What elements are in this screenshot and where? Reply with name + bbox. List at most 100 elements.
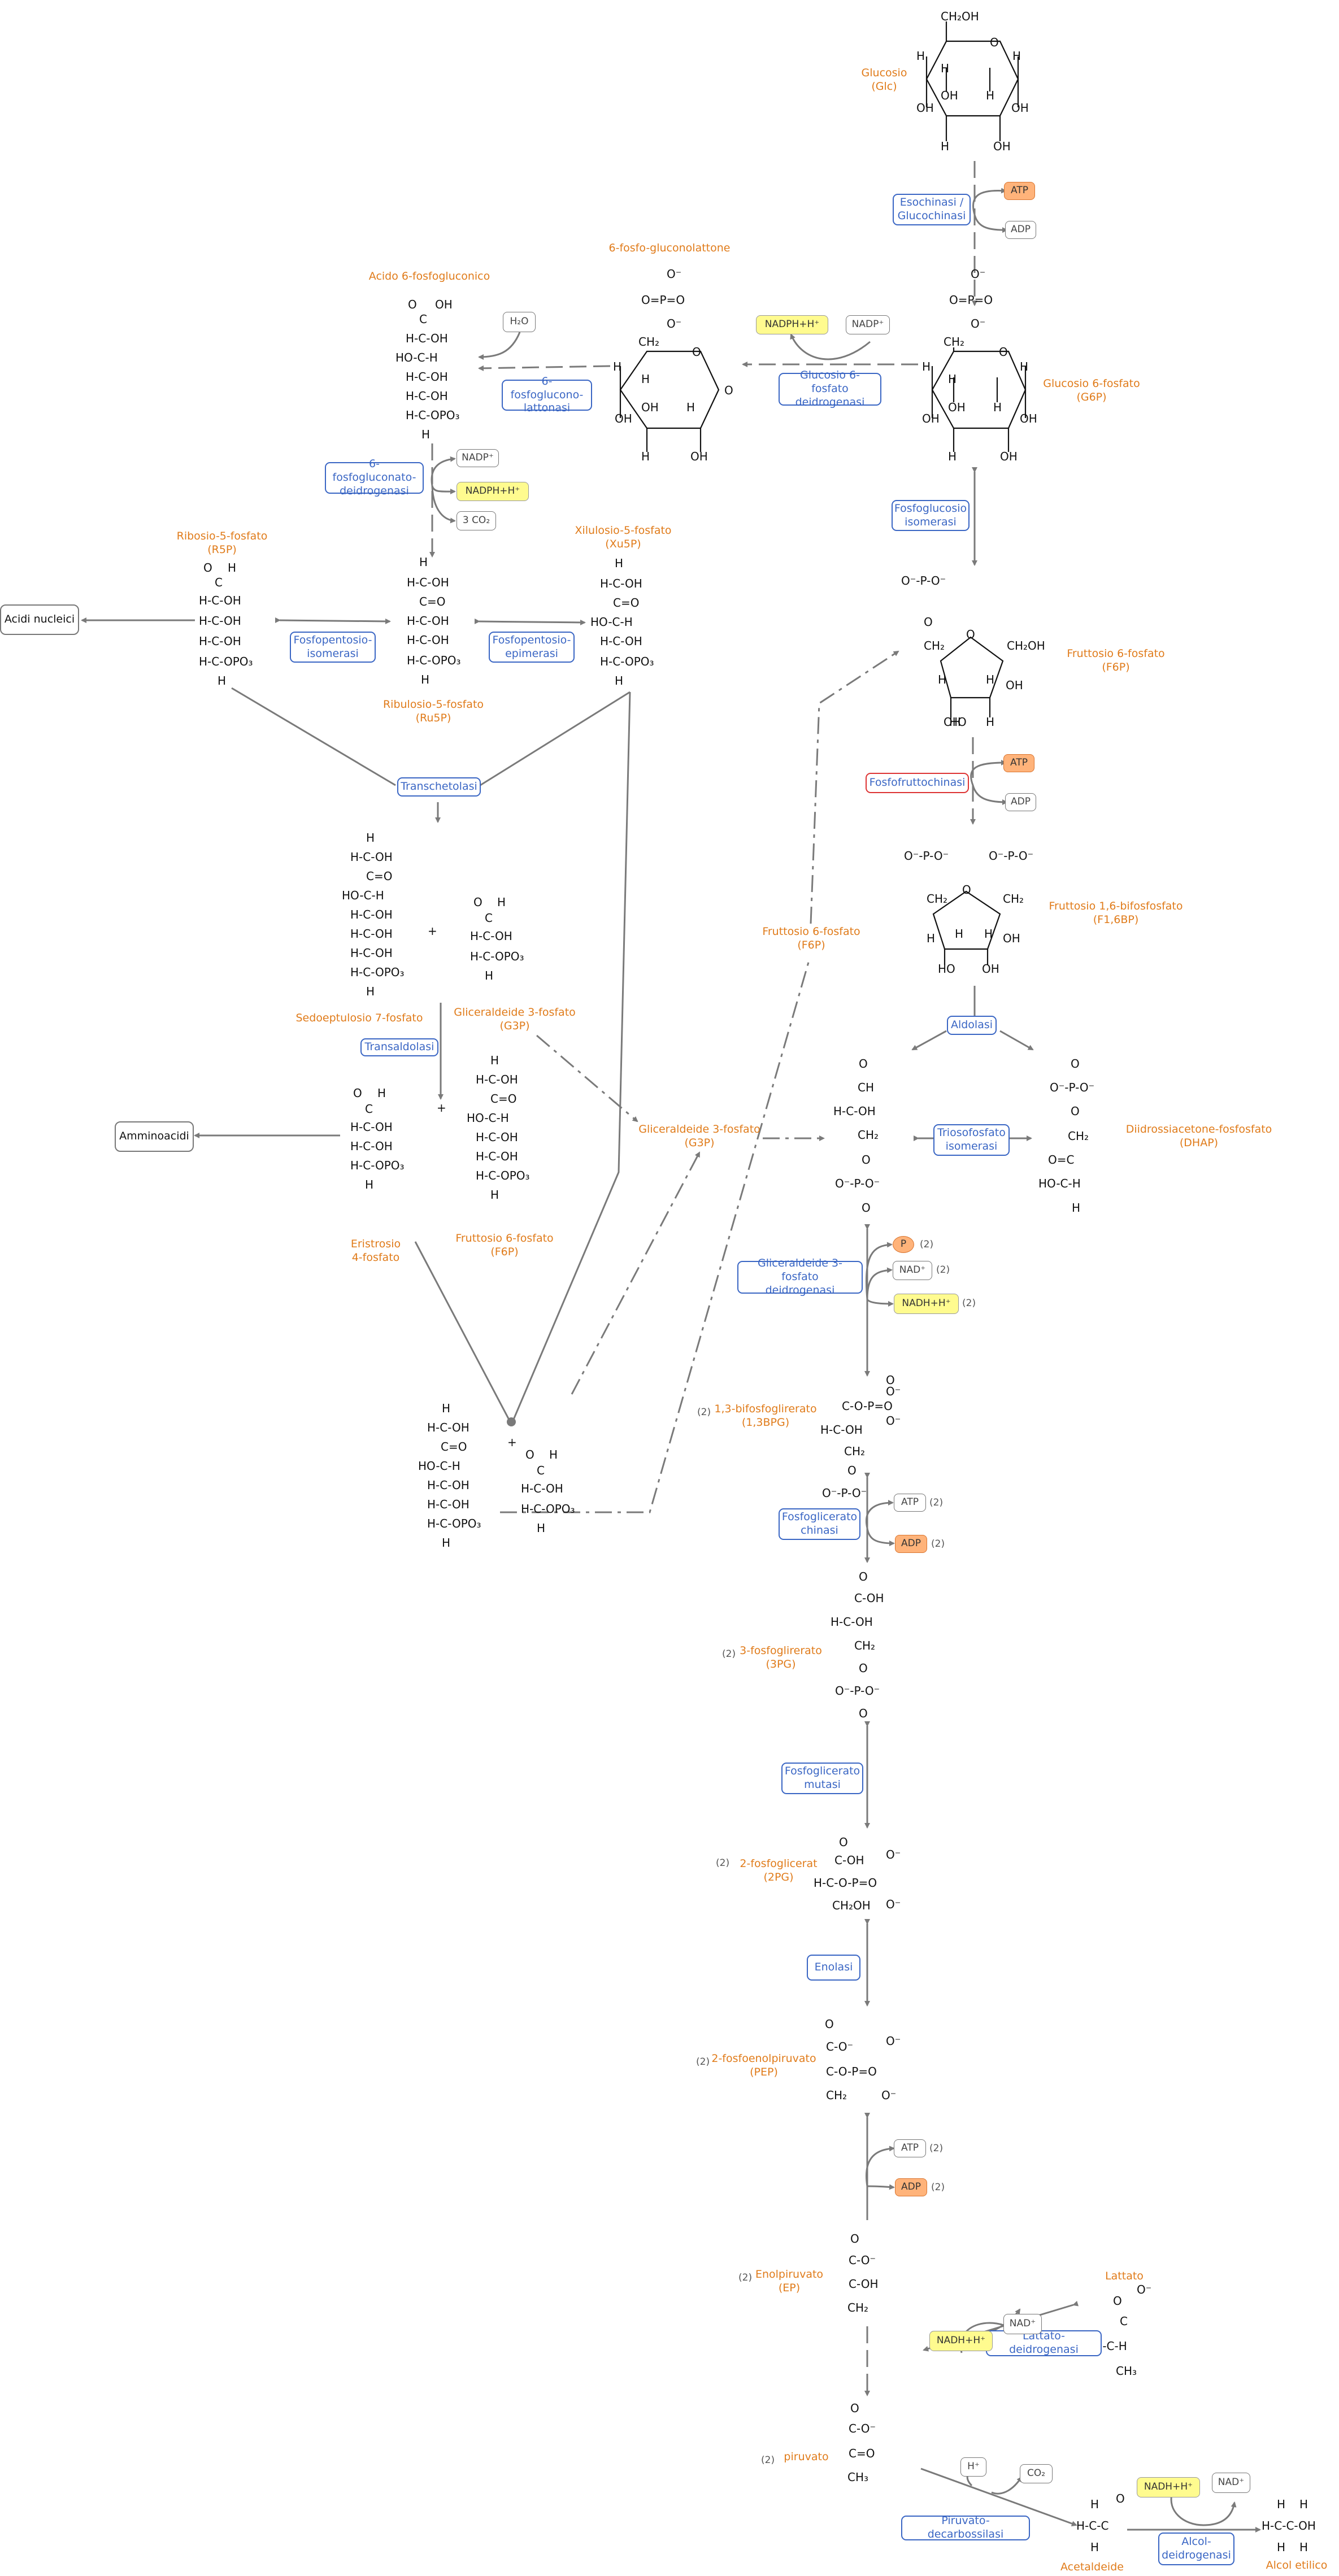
enzyme-aldolase: Aldolasi [947, 1016, 997, 1035]
svg-text:H: H [1090, 2540, 1099, 2554]
structure-6pg: O OH C H-C-OH HO-C-H H-C-OH H-C-OH H-C-O… [395, 298, 460, 441]
svg-text:H-C-OH: H-C-OH [350, 1139, 393, 1153]
arrow-nadh3 [1170, 2492, 1204, 2526]
arrow-atp3 [866, 1500, 894, 1529]
svg-text:HO: HO [938, 962, 955, 976]
svg-text:O: O [839, 1835, 848, 1849]
svg-text:H-C-OH: H-C-OH [350, 908, 393, 921]
tk2-junction [507, 1417, 516, 1426]
arrow-nad1-in [866, 1267, 893, 1300]
label-bpg: 1,3-bifosfoglirerato(1,3BPG) [714, 1403, 816, 1429]
svg-text:H: H [1299, 2540, 1308, 2554]
svg-text:H: H [218, 674, 226, 687]
svg-text:OH: OH [1020, 412, 1037, 425]
line-xu5p-tk [480, 691, 631, 786]
svg-text:(2): (2) [716, 1857, 729, 1869]
svg-text:C=O: C=O [490, 1092, 516, 1106]
structure-dhap: O O⁻-P-O⁻ O CH₂ O=C HO-C-H H [1038, 1057, 1094, 1215]
svg-text:H: H [421, 673, 429, 686]
svg-text:H-C-OH: H-C-OH [600, 634, 642, 648]
svg-text:CH₂: CH₂ [847, 2301, 868, 2314]
arrow-f6pb-f6p [810, 650, 899, 924]
svg-text:O=P=O: O=P=O [949, 293, 993, 307]
structure-f6p-c: H H-C-OH C=O HO-C-H H-C-OH H-C-OH H-C-OP… [418, 1402, 517, 1550]
svg-text:CH₂OH: CH₂OH [832, 1899, 871, 1912]
arrow-nadp2-in [431, 456, 456, 486]
svg-text:C=O: C=O [849, 2447, 875, 2460]
svg-text:O⁻: O⁻ [886, 1414, 901, 1428]
cofactor-nad-2: NAD⁺ [1003, 2314, 1042, 2334]
enzyme-pdc: Piruvato-decarbossilasi [901, 2514, 1030, 2540]
svg-text:H-C-OH: H-C-OH [831, 1615, 873, 1629]
svg-text:H: H [366, 985, 375, 998]
svg-text:C=O: C=O [419, 595, 445, 608]
svg-text:O: O [999, 345, 1008, 359]
svg-text:O⁻: O⁻ [881, 2088, 896, 2102]
structure-pgl: O⁻ O=P=O O⁻ CH₂ O O H H OH H OH H OH [613, 267, 733, 463]
svg-text:O=P=O: O=P=O [641, 293, 685, 307]
svg-text:O: O [203, 561, 212, 575]
svg-text:CH₂: CH₂ [638, 335, 659, 349]
label-g3p-b: Gliceraldeide 3-fosfato(G3P) [638, 1123, 760, 1149]
svg-text:H: H [1012, 49, 1021, 63]
svg-text:C: C [537, 1464, 545, 1477]
arrow-r5p-ru5p [275, 617, 391, 624]
svg-text:HO-C-H: HO-C-H [467, 1111, 509, 1125]
svg-text:H-C-O-P=O: H-C-O-P=O [814, 1876, 877, 1890]
enzyme-adh: Alcol-deidrogenasi [1158, 2533, 1234, 2565]
svg-text:CH₂: CH₂ [944, 335, 964, 349]
svg-text:(2): (2) [962, 1298, 976, 1309]
svg-text:O: O [408, 298, 417, 311]
svg-text:CH₂: CH₂ [826, 2088, 847, 2102]
arrow-ald-g3p [911, 1030, 947, 1051]
cofactor-adp-1: ADP [1005, 221, 1036, 239]
svg-text:H: H [916, 49, 925, 63]
cofactor-nadh-3: NADH+H⁺ [1137, 2477, 1200, 2497]
svg-text:HO-C-H: HO-C-H [1038, 1177, 1081, 1190]
svg-text:OH: OH [982, 962, 999, 976]
enzyme-6pgd: 6-fosfogluconato-deidrogenasi [325, 458, 424, 497]
svg-text:H-C-OH: H-C-OH [199, 614, 241, 628]
svg-text:H-C-OH: H-C-OH [833, 1104, 876, 1118]
svg-text:C-O-P=O: C-O-P=O [842, 1399, 893, 1413]
svg-text:H: H [955, 927, 963, 941]
svg-text:CH₃: CH₃ [847, 2470, 868, 2484]
svg-text:O⁻-P-O⁻: O⁻-P-O⁻ [901, 574, 946, 588]
svg-text:C: C [365, 1102, 373, 1116]
cofactor-h2o: H₂O [503, 312, 536, 332]
svg-text:O: O [825, 2017, 834, 2031]
svg-text:H: H [615, 556, 623, 570]
svg-text:O: O [1116, 2492, 1125, 2505]
svg-text:O⁻: O⁻ [886, 1898, 901, 1911]
cofactor-nadp-1: NADP⁺ [846, 315, 890, 334]
enzyme-transketolase: Transchetolasi [397, 777, 481, 797]
svg-text:H: H [490, 1188, 499, 1202]
structure-bpg: O O⁻ C-O-P=O O⁻ H-C-OH CH₂ O O⁻-P-O⁻ O [820, 1373, 901, 1522]
svg-text:C=O: C=O [441, 1440, 467, 1454]
svg-text:H-C-OH: H-C-OH [350, 946, 393, 960]
structure-g3p-a: O H C H-C-OH H-C-OPO₃ H [470, 895, 524, 982]
svg-text:H: H [615, 674, 623, 687]
box-acidi-nucleici: Acidi nucleici [0, 604, 79, 635]
svg-text:H: H [641, 372, 650, 386]
svg-text:H: H [490, 1054, 499, 1067]
svg-text:H-C-OH: H-C-OH [199, 594, 241, 607]
svg-text:H: H [419, 555, 428, 569]
svg-text:C: C [1120, 2314, 1128, 2328]
svg-text:H: H [485, 969, 493, 982]
stoichiometry-labels: (2) (2) (2) (2) (2) (2) (2) (2) (2) (2) … [696, 1239, 976, 2466]
svg-text:C-O-P=O: C-O-P=O [826, 2065, 877, 2078]
cofactor-nadp-2: NADP⁺ [457, 449, 499, 467]
cofactor-atp-4: ATP [894, 2139, 926, 2157]
svg-text:H-C-C-OH: H-C-C-OH [1262, 2519, 1316, 2533]
label-acet: Acetaldeide [1060, 2561, 1124, 2573]
arrow-nad3 [1203, 2501, 1237, 2526]
svg-text:O: O [859, 1707, 868, 1720]
svg-text:CH₂: CH₂ [854, 1639, 875, 1652]
svg-text:O: O [862, 1201, 871, 1215]
svg-text:O: O [353, 1086, 362, 1100]
